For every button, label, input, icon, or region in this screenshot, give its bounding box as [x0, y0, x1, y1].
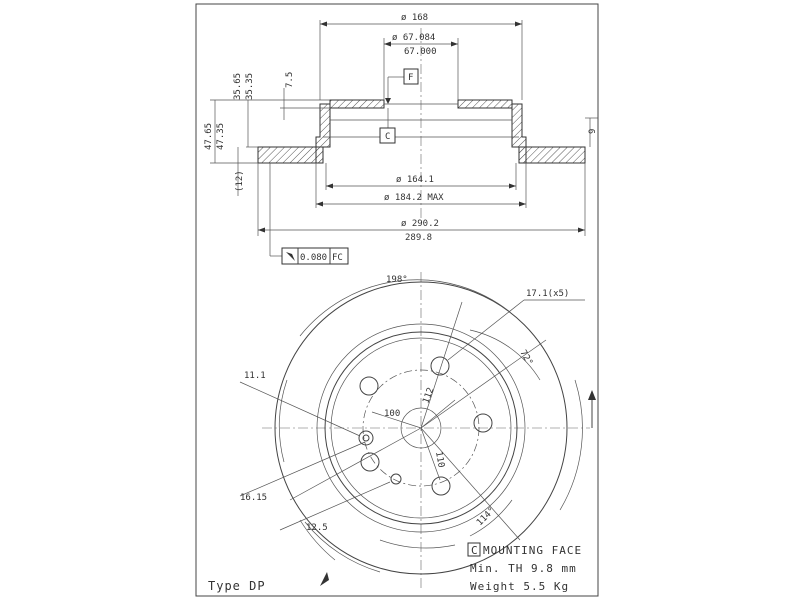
datum-triangle [385, 98, 391, 104]
runout-arrow-icon [286, 252, 295, 261]
locating-hole [390, 473, 402, 485]
bolt-hole [431, 476, 451, 496]
dim-drum-max: ø 184.2 MAX [384, 193, 444, 203]
hat-top-right [457, 99, 513, 109]
arc-114 [469, 499, 513, 537]
dim-16-15-label: 16.15 [240, 493, 267, 503]
dim-12-5-label: 12.5 [306, 523, 328, 533]
rotation-arrow-right-head [588, 390, 596, 400]
radial-line [420, 427, 521, 541]
dim-110-line [420, 427, 441, 481]
dim-total-height-1: 47.65 [204, 123, 214, 150]
bolt-hole [473, 413, 493, 433]
datum-c-label: C [385, 132, 390, 142]
dim-disc-upper: ø 290.2 [401, 219, 439, 229]
dim-112-line [420, 399, 456, 429]
leader-16-15 [239, 441, 366, 497]
dim-100-label: 100 [384, 409, 400, 419]
datum-c-note-box [467, 542, 481, 557]
hat-wall-left [315, 103, 331, 164]
friction-ring-inner [316, 323, 526, 533]
mounting-face-note: MOUNTING FACE [483, 544, 582, 557]
disc-flange-right [518, 146, 586, 164]
arrow-head [519, 201, 526, 207]
bolt-hole [359, 376, 379, 396]
disc-outer-circle [274, 281, 568, 575]
disc-flange-left [257, 146, 324, 164]
arrow-head [578, 227, 585, 233]
hat-inner-circle [330, 337, 512, 519]
arrow-head [258, 227, 265, 233]
drawing-frame [195, 3, 599, 597]
datum-c-box [379, 127, 396, 144]
bolt-hole [430, 356, 450, 376]
angle-114-label: 114° [475, 506, 497, 528]
leader-17-1b [447, 299, 525, 361]
arc-198 [299, 279, 511, 337]
dim-disc-lower: 289.8 [405, 233, 432, 243]
dim-pilot-upper: ø 67.084 [392, 33, 435, 43]
arrow-head [320, 21, 327, 27]
notes-block: C MOUNTING FACE Min. TH 9.8 mm Weight 5.… [208, 542, 582, 593]
arrow-head [451, 41, 458, 47]
hat-wall-right [511, 103, 527, 164]
min-thickness-note: Min. TH 9.8 mm [470, 562, 577, 575]
dim-total-height-2: 47.35 [216, 123, 226, 150]
arrow-head [326, 183, 333, 189]
dim-offset: 9 [588, 129, 598, 134]
dim-height-2: 35.35 [245, 73, 255, 100]
leader-12-5b [279, 481, 391, 531]
dim-100-line [371, 411, 422, 429]
section-view: ø 168 ø 67.084 67.000 F C 47.65 47.35 35… [204, 13, 598, 265]
locating-hole [358, 430, 374, 446]
angle-198-label: 198° [386, 275, 408, 285]
datum-f-box [403, 68, 419, 85]
dim-disc-thickness: (12) [235, 170, 245, 192]
datum-c-note: C [471, 544, 479, 557]
hat-top-left [329, 99, 385, 109]
dim-height-3: 7.5 [285, 72, 295, 88]
rotation-arrow-left-head [320, 572, 329, 586]
arrow-head [509, 183, 516, 189]
weight-note: Weight 5.5 Kg [470, 580, 569, 593]
dim-11-1-label: 11.1 [244, 371, 266, 381]
arc-72 [469, 329, 541, 381]
radial-line [420, 301, 463, 429]
leader-11-1 [239, 381, 361, 437]
arrow-head [316, 201, 323, 207]
leader-12-5 [304, 521, 381, 573]
dim-112-label: 112 [421, 386, 436, 405]
hat-outer-circle [324, 331, 518, 525]
runout-tolerance: 0.080 [300, 253, 327, 263]
bolt-circle [362, 369, 480, 487]
dim-hat-outer: ø 168 [401, 13, 428, 23]
dim-drum-inner: ø 164.1 [396, 175, 434, 185]
rotation-arc-left [299, 519, 336, 561]
bolt-hole [360, 452, 380, 472]
radial-line [420, 339, 547, 429]
arrow-head [515, 21, 522, 27]
runout-reference: FC [332, 253, 343, 263]
arc-right [559, 379, 583, 511]
arc-left [278, 379, 288, 463]
datum-f-label: F [408, 73, 413, 83]
plan-view: 198° 17.1(x5) 72° 11.1 100 112 110 16.15… [239, 272, 596, 588]
dim-pilot-lower: 67.000 [404, 47, 437, 57]
center-bore [400, 407, 442, 449]
type-label: Type DP [208, 579, 266, 593]
hole-dia-label: 17.1(x5) [526, 289, 569, 299]
dim-110-label: 110 [433, 451, 446, 469]
locating-hole-inner [362, 434, 370, 442]
bottom-arc [379, 539, 456, 549]
arrow-head [384, 41, 391, 47]
dim-height-1: 35.65 [233, 73, 243, 100]
radial-line [289, 427, 422, 501]
